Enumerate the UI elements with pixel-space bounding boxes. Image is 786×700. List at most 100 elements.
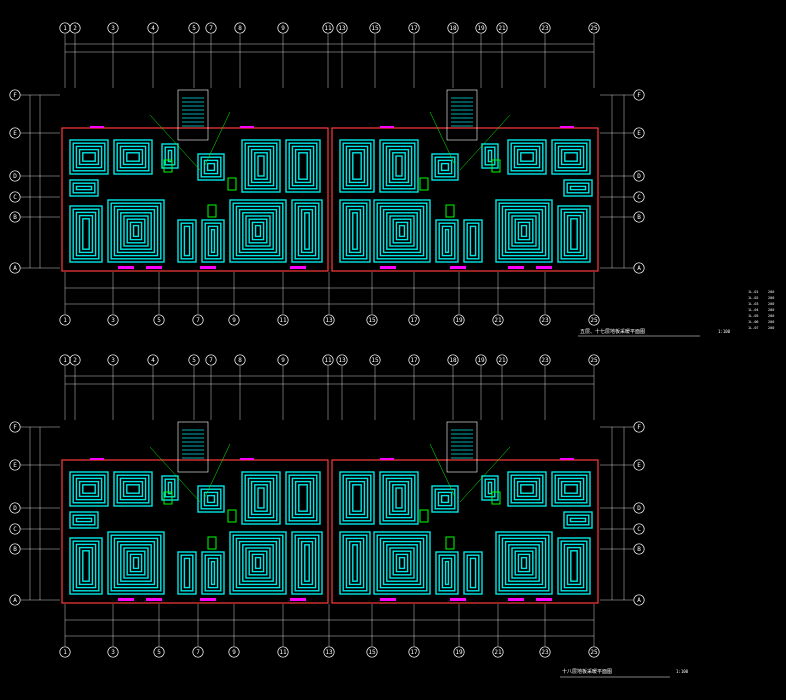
axis-label: 3 bbox=[111, 357, 115, 364]
manifold bbox=[445, 536, 455, 550]
axis-bubble bbox=[107, 22, 119, 34]
window-fixture bbox=[118, 266, 134, 269]
heating-loop bbox=[398, 556, 406, 570]
heating-loop bbox=[498, 202, 550, 260]
heating-loop bbox=[247, 477, 275, 519]
axis-label: D bbox=[637, 173, 641, 180]
heating-loop bbox=[72, 474, 106, 504]
axis-bubble bbox=[408, 354, 420, 366]
heating-loop bbox=[69, 537, 103, 595]
heating-loop bbox=[285, 139, 321, 193]
heating-loop bbox=[206, 494, 216, 504]
axis-bubble bbox=[147, 354, 159, 366]
legend-value: 200 bbox=[768, 308, 774, 312]
axis-bubble bbox=[453, 314, 465, 326]
heating-loop bbox=[107, 199, 165, 263]
heating-loop bbox=[566, 514, 590, 526]
axis-label: 9 bbox=[281, 25, 285, 32]
heating-loop bbox=[386, 544, 418, 582]
heating-loop bbox=[501, 205, 547, 257]
axis-bubble bbox=[633, 262, 645, 274]
axis-label: 23 bbox=[541, 649, 549, 656]
heating-loop bbox=[560, 480, 582, 498]
heating-loop bbox=[203, 159, 219, 175]
heating-loop bbox=[569, 517, 587, 523]
heating-loop bbox=[75, 477, 103, 501]
manifold bbox=[445, 204, 455, 218]
heating-loop bbox=[513, 477, 541, 501]
plan-scale-upper: 1:100 bbox=[718, 329, 731, 334]
heating-loop bbox=[487, 149, 493, 163]
axis-label: 23 bbox=[541, 357, 549, 364]
heating-loop bbox=[510, 142, 544, 172]
axis-label: 1 bbox=[63, 357, 67, 364]
heating-loop bbox=[395, 155, 403, 177]
axis-bubble bbox=[588, 314, 600, 326]
axis-label: 13 bbox=[338, 357, 346, 364]
heating-loop bbox=[444, 228, 450, 254]
axis-bubble bbox=[277, 354, 289, 366]
heating-loop bbox=[78, 480, 100, 498]
axis-bubble bbox=[633, 523, 645, 535]
heating-loop bbox=[248, 218, 268, 244]
axis-label: 21 bbox=[498, 357, 506, 364]
axis-label: 8 bbox=[238, 25, 242, 32]
axis-bubble bbox=[9, 594, 21, 606]
heating-loop bbox=[113, 139, 153, 175]
axis-bubble bbox=[408, 646, 420, 658]
heating-loop bbox=[563, 211, 585, 257]
heating-loop bbox=[520, 224, 528, 238]
axis-bubble bbox=[492, 646, 504, 658]
exterior-wall bbox=[61, 127, 329, 272]
legend-code: 1L-05 bbox=[748, 314, 759, 318]
axis-bubble bbox=[447, 354, 459, 366]
heating-loop bbox=[167, 149, 173, 163]
heating-loop bbox=[339, 531, 371, 595]
heating-loop bbox=[508, 544, 540, 582]
axis-label: 5 bbox=[157, 649, 161, 656]
heating-loop bbox=[164, 478, 176, 498]
axis-bubble bbox=[9, 262, 21, 274]
heating-loop bbox=[398, 224, 406, 238]
heating-loop bbox=[511, 547, 537, 579]
axis-label: A bbox=[13, 597, 17, 604]
heating-loop bbox=[120, 212, 152, 250]
window-fixture bbox=[90, 126, 104, 128]
heating-loop bbox=[345, 145, 369, 187]
axis-bubble bbox=[277, 314, 289, 326]
heating-loop bbox=[438, 554, 456, 592]
heating-loop bbox=[250, 148, 272, 184]
axis-label: 4 bbox=[151, 357, 155, 364]
heating-loop bbox=[294, 480, 312, 516]
plan-title-block-upper: 五层、十七层地板采暖平面图 1:100 bbox=[578, 328, 731, 337]
axis-bubble bbox=[447, 22, 459, 34]
manifold bbox=[491, 491, 501, 505]
axis-label: B bbox=[637, 214, 641, 221]
plan-title-lower: 十八层地板采暖平面图 bbox=[562, 668, 612, 675]
heating-loop bbox=[122, 480, 144, 498]
heating-loop bbox=[434, 488, 456, 510]
axis-bubble bbox=[633, 543, 645, 555]
axis-label: F bbox=[637, 424, 641, 431]
window-fixture bbox=[380, 458, 394, 460]
heating-loop bbox=[232, 202, 284, 260]
axis-label: E bbox=[13, 462, 17, 469]
axis-bubble bbox=[369, 354, 381, 366]
heating-loop bbox=[72, 540, 100, 592]
window-fixture bbox=[240, 126, 254, 128]
window-fixture bbox=[560, 458, 574, 460]
axis-bubble bbox=[69, 22, 81, 34]
heating-loop bbox=[469, 557, 477, 589]
heating-loop bbox=[126, 550, 146, 576]
heating-loop bbox=[251, 221, 265, 241]
note-leader bbox=[429, 111, 456, 166]
window-fixture bbox=[380, 598, 396, 601]
axis-bubble bbox=[633, 89, 645, 101]
axis-bubble bbox=[228, 646, 240, 658]
axis-bubble bbox=[588, 646, 600, 658]
heating-loop bbox=[513, 145, 541, 169]
heating-loop bbox=[245, 215, 271, 247]
heating-loop bbox=[116, 540, 156, 586]
heating-loop bbox=[551, 139, 591, 175]
